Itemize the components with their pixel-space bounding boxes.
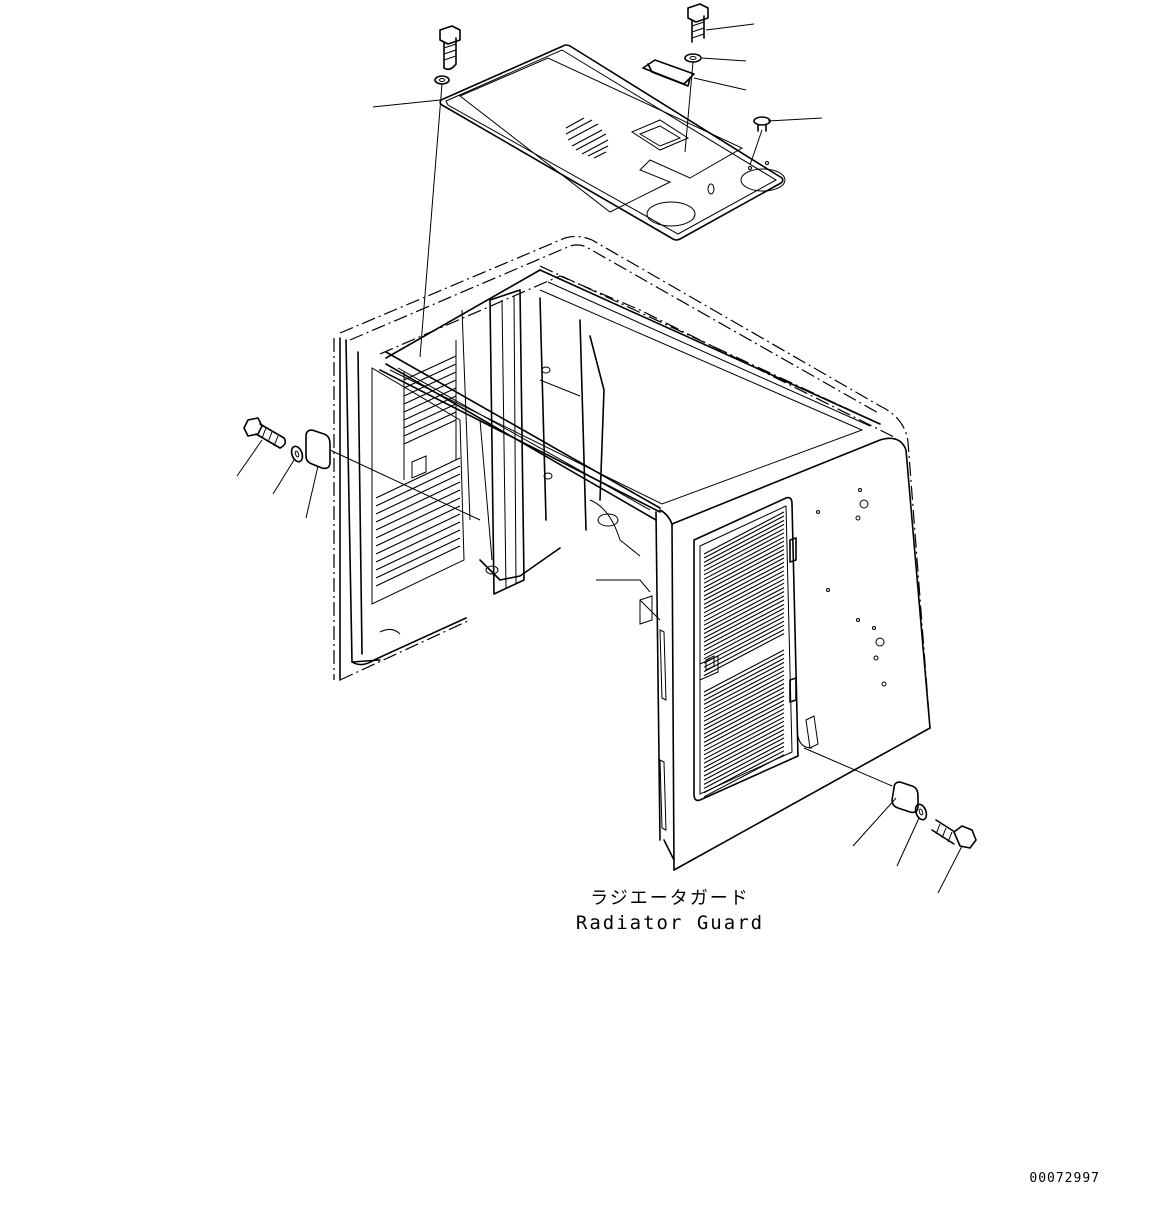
caption-japanese: ラジエータガード	[590, 888, 750, 909]
grill-slat	[703, 612, 785, 660]
grill-slat	[703, 587, 785, 635]
grill-slat	[703, 553, 785, 601]
right-front-grill	[693, 496, 799, 802]
left-cover-plate	[305, 429, 331, 470]
grill-slat	[703, 570, 785, 618]
right-cover-plate	[891, 781, 919, 814]
latch-bracket	[642, 59, 695, 87]
right-leader-lines	[803, 747, 963, 894]
grill-slat	[703, 666, 785, 714]
grill-slat	[703, 519, 785, 567]
grill-slat	[703, 725, 785, 773]
top-left-washer	[434, 75, 450, 85]
grill-slat	[703, 603, 785, 651]
grill-slat	[703, 545, 785, 593]
grill-slat	[703, 708, 785, 756]
grill-slat	[703, 528, 785, 576]
right-washer	[914, 803, 928, 821]
vent-pattern	[565, 117, 609, 159]
top-leader-lines	[372, 23, 823, 358]
top-left-bolt	[439, 25, 461, 71]
grill-slat	[703, 683, 785, 731]
grill-slat	[703, 750, 785, 798]
grill-slat	[703, 578, 785, 626]
grill-slat	[703, 716, 785, 764]
grill-slat	[703, 691, 785, 739]
left-leader-lines	[236, 439, 481, 521]
drawing-number: 00072997	[1029, 1171, 1100, 1186]
right-hinge-post	[639, 595, 667, 831]
left-washer	[290, 445, 304, 463]
grill-slat	[703, 699, 785, 747]
left-bolt	[243, 417, 287, 449]
grill-slat	[703, 741, 785, 789]
rubber-plug	[753, 116, 771, 132]
top-right-washer	[684, 53, 702, 63]
grill-slat	[703, 657, 785, 705]
grill-slat	[703, 511, 785, 559]
top-cover-plate	[439, 44, 786, 241]
top-right-bolt	[687, 3, 709, 43]
grill-slat	[703, 629, 785, 677]
grill-slat	[703, 649, 785, 697]
grill-slat	[703, 536, 785, 584]
grill-slat	[703, 561, 785, 609]
grill-slat	[703, 674, 785, 722]
right-bolt	[931, 819, 977, 849]
grill-slat	[703, 595, 785, 643]
grill-slat	[703, 733, 785, 781]
radiator-core	[461, 289, 661, 621]
caption-english: Radiator Guard	[575, 912, 765, 934]
radiator-guard-frame	[333, 235, 931, 871]
left-side-grill	[371, 340, 465, 605]
